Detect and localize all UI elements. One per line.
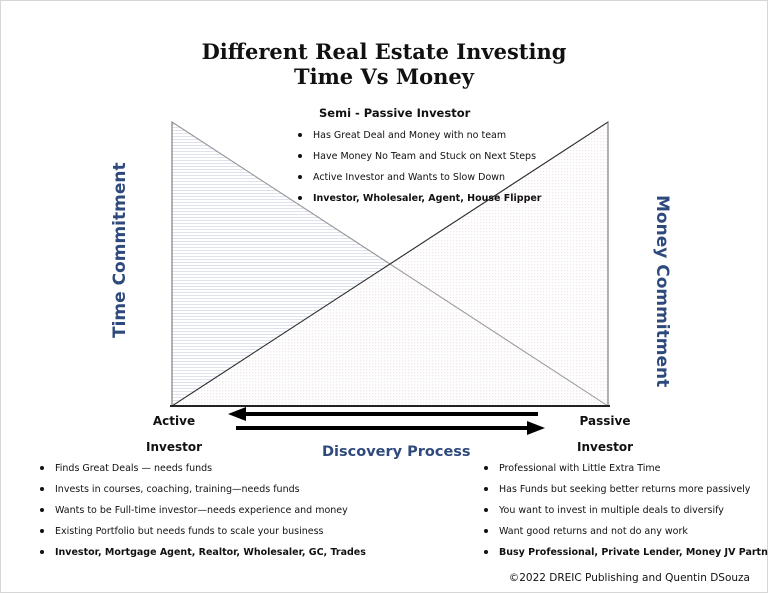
title-line-2: Time Vs Money xyxy=(293,64,474,89)
list-item: Busy Professional, Private Lender, Money… xyxy=(482,542,768,563)
semi-passive-heading: Semi - Passive Investor xyxy=(319,106,471,120)
money-diagonal xyxy=(171,121,609,407)
active-investor-list: Finds Great Deals — needs funds Invests … xyxy=(38,458,366,563)
list-item: Has Great Deal and Money with no team xyxy=(296,125,542,146)
semi-passive-list: Has Great Deal and Money with no team Ha… xyxy=(296,125,542,209)
list-item: Want good returns and not do any work xyxy=(482,521,768,542)
list-item: Finds Great Deals — needs funds xyxy=(38,458,366,479)
discovery-process-label: Discovery Process xyxy=(322,444,471,460)
list-item: Has Funds but seeking better returns mor… xyxy=(482,479,768,500)
left-arrow-head xyxy=(228,407,246,421)
list-item: Invests in courses, coaching, training—n… xyxy=(38,479,366,500)
list-item: Existing Portfolio but needs funds to sc… xyxy=(38,521,366,542)
title-line-1: Different Real Estate Investing xyxy=(201,39,567,64)
passive-investor-line-1: Passive xyxy=(579,414,631,428)
active-investor-line-1: Active xyxy=(152,414,196,428)
list-item: You want to invest in multiple deals to … xyxy=(482,500,768,521)
list-item: Investor, Wholesaler, Agent, House Flipp… xyxy=(296,188,542,209)
list-item: Have Money No Team and Stuck on Next Ste… xyxy=(296,146,542,167)
list-item: Wants to be Full-time investor—needs exp… xyxy=(38,500,366,521)
list-item: Active Investor and Wants to Slow Down xyxy=(296,167,542,188)
passive-investor-line-2: Investor xyxy=(576,440,633,454)
passive-investor-list: Professional with Little Extra Time Has … xyxy=(482,458,768,563)
copyright-text: ©2022 DREIC Publishing and Quentin DSouz… xyxy=(508,572,750,584)
active-investor-line-2: Investor xyxy=(145,440,202,454)
list-item: Professional with Little Extra Time xyxy=(482,458,768,479)
right-arrow-head xyxy=(527,421,545,435)
money-commitment-label: Money Commitment xyxy=(652,195,672,388)
list-item: Investor, Mortgage Agent, Realtor, Whole… xyxy=(38,542,366,563)
time-commitment-label: Time Commitment xyxy=(110,162,130,338)
